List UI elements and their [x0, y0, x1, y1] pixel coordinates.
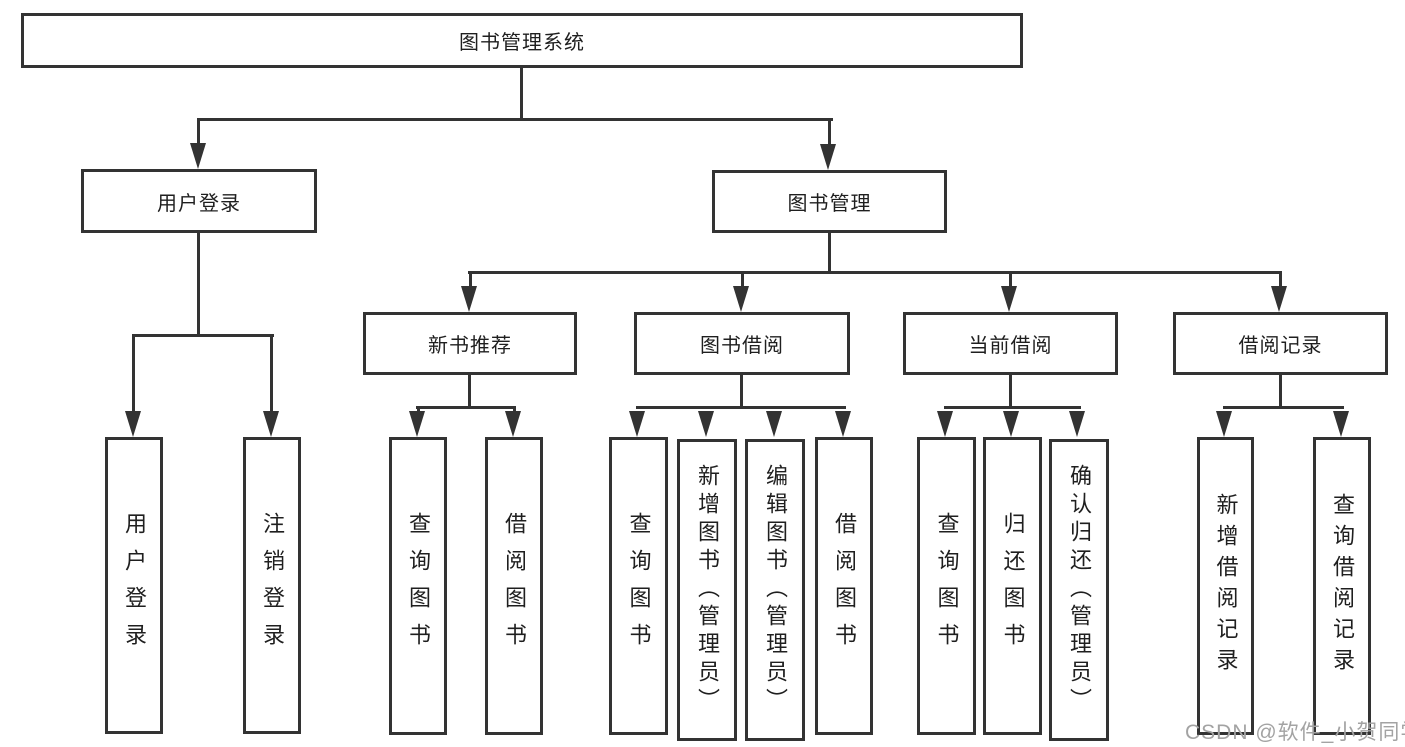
connector-newbook-horizontal — [416, 406, 516, 409]
leaf-bb-edit-label: 编辑图书（管理员） — [763, 464, 788, 716]
leaf-logout: 注销登录 — [243, 437, 301, 734]
leaf-bb-add-label: 新增图书（管理员） — [695, 464, 720, 716]
leaf-nb-query-label: 查询图书 — [406, 512, 431, 660]
leaf-br-add-label: 新增借阅记录 — [1213, 493, 1239, 679]
arrow-to-bb-query — [629, 411, 645, 437]
connector-stub-user-login — [197, 118, 200, 146]
node-book-mgmt-label: 图书管理 — [787, 193, 872, 215]
leaf-br-query-label: 查询借阅记录 — [1330, 493, 1355, 679]
connector-borrowrecords-horizontal — [1223, 406, 1344, 409]
node-user-login-label: 用户登录 — [157, 192, 241, 215]
connector-newbook-vertical — [468, 375, 471, 408]
connector-stub-current-borrow — [1009, 271, 1012, 288]
arrow-to-leaf-logout — [263, 411, 279, 437]
node-book-borrow-label: 图书借阅 — [700, 335, 784, 357]
leaf-logout-label: 注销登录 — [260, 511, 285, 660]
arrow-to-cb-confirm — [1069, 411, 1085, 437]
arrow-to-leaf-userlogin — [125, 411, 141, 437]
connector-userlogin-horizontal — [132, 334, 274, 337]
arrow-to-cb-return — [1003, 411, 1019, 437]
arrow-to-book-mgmt — [820, 144, 836, 170]
leaf-cb-query: 查询图书 — [917, 437, 976, 735]
connector-stub-new-book — [469, 271, 472, 288]
connector-stub-leaf-logout — [270, 334, 273, 411]
connector-borrowrecords-vertical — [1279, 375, 1282, 408]
arrow-to-new-book — [461, 286, 477, 312]
arrow-to-current-borrow — [1001, 286, 1017, 312]
csdn-watermark: CSDN @软件_小贺同学 — [1185, 721, 1405, 744]
arrow-to-nb-query — [409, 411, 425, 437]
arrow-to-br-query — [1333, 411, 1349, 437]
leaf-cb-return-label: 归还图书 — [1000, 512, 1026, 660]
connector-root-horizontal — [197, 118, 833, 121]
node-current-borrow: 当前借阅 — [903, 312, 1118, 375]
node-borrow-records-label: 借阅记录 — [1238, 335, 1323, 357]
node-current-borrow-label: 当前借阅 — [968, 335, 1053, 357]
arrow-to-cb-query — [937, 411, 953, 437]
connector-bookborrow-vertical — [740, 375, 743, 408]
node-book-borrow: 图书借阅 — [634, 312, 850, 375]
arrow-to-bb-edit — [766, 411, 782, 437]
node-borrow-records: 借阅记录 — [1173, 312, 1388, 375]
leaf-bb-query: 查询图书 — [609, 437, 668, 735]
leaf-br-add: 新增借阅记录 — [1197, 437, 1254, 735]
leaf-bb-edit: 编辑图书（管理员） — [745, 439, 805, 741]
leaf-nb-query: 查询图书 — [389, 437, 447, 735]
leaf-br-query: 查询借阅记录 — [1313, 437, 1371, 735]
connector-stub-borrow-records — [1279, 271, 1282, 288]
node-root: 图书管理系统 — [21, 13, 1023, 68]
arrow-to-bb-borrow — [835, 411, 851, 437]
node-book-mgmt: 图书管理 — [712, 170, 947, 233]
leaf-nb-borrow: 借阅图书 — [485, 437, 543, 735]
leaf-bb-add: 新增图书（管理员） — [677, 439, 737, 741]
connector-stub-nb-query — [417, 406, 420, 414]
connector-bookborrow-horizontal — [636, 406, 846, 409]
leaf-bb-borrow-label: 借阅图书 — [832, 512, 857, 660]
connector-root-vertical — [520, 68, 523, 120]
connector-stub-nb-borrow — [513, 406, 516, 414]
arrow-to-borrow-records — [1271, 286, 1287, 312]
node-user-login: 用户登录 — [81, 169, 317, 233]
node-new-book: 新书推荐 — [363, 312, 577, 375]
leaf-bb-query-label: 查询图书 — [626, 512, 652, 660]
connector-currentborrow-horizontal — [944, 406, 1081, 409]
connector-stub-leaf-userlogin — [132, 334, 135, 411]
arrow-to-bb-add — [698, 411, 714, 437]
connector-bookmgmt-horizontal — [468, 271, 1282, 274]
leaf-cb-return: 归还图书 — [983, 437, 1042, 735]
node-root-label: 图书管理系统 — [459, 32, 585, 54]
leaf-nb-borrow-label: 借阅图书 — [502, 512, 527, 660]
leaf-user-login: 用户登录 — [105, 437, 163, 734]
arrow-to-nb-borrow — [505, 411, 521, 437]
leaf-user-login-label: 用户登录 — [122, 511, 147, 660]
connector-stub-book-borrow — [741, 271, 744, 288]
arrow-to-br-add — [1216, 411, 1232, 437]
node-new-book-label: 新书推荐 — [428, 335, 512, 357]
connector-currentborrow-vertical — [1009, 375, 1012, 408]
arrow-to-book-borrow — [733, 286, 749, 312]
leaf-cb-query-label: 查询图书 — [934, 512, 960, 660]
connector-bookmgmt-vertical — [828, 233, 831, 273]
arrow-to-user-login — [190, 143, 206, 169]
leaf-cb-confirm: 确认归还（管理员） — [1049, 439, 1109, 741]
leaf-cb-confirm-label: 确认归还（管理员） — [1067, 464, 1092, 716]
connector-stub-book-mgmt — [828, 118, 831, 146]
connector-userlogin-vertical — [197, 233, 200, 336]
leaf-bb-borrow: 借阅图书 — [815, 437, 873, 735]
